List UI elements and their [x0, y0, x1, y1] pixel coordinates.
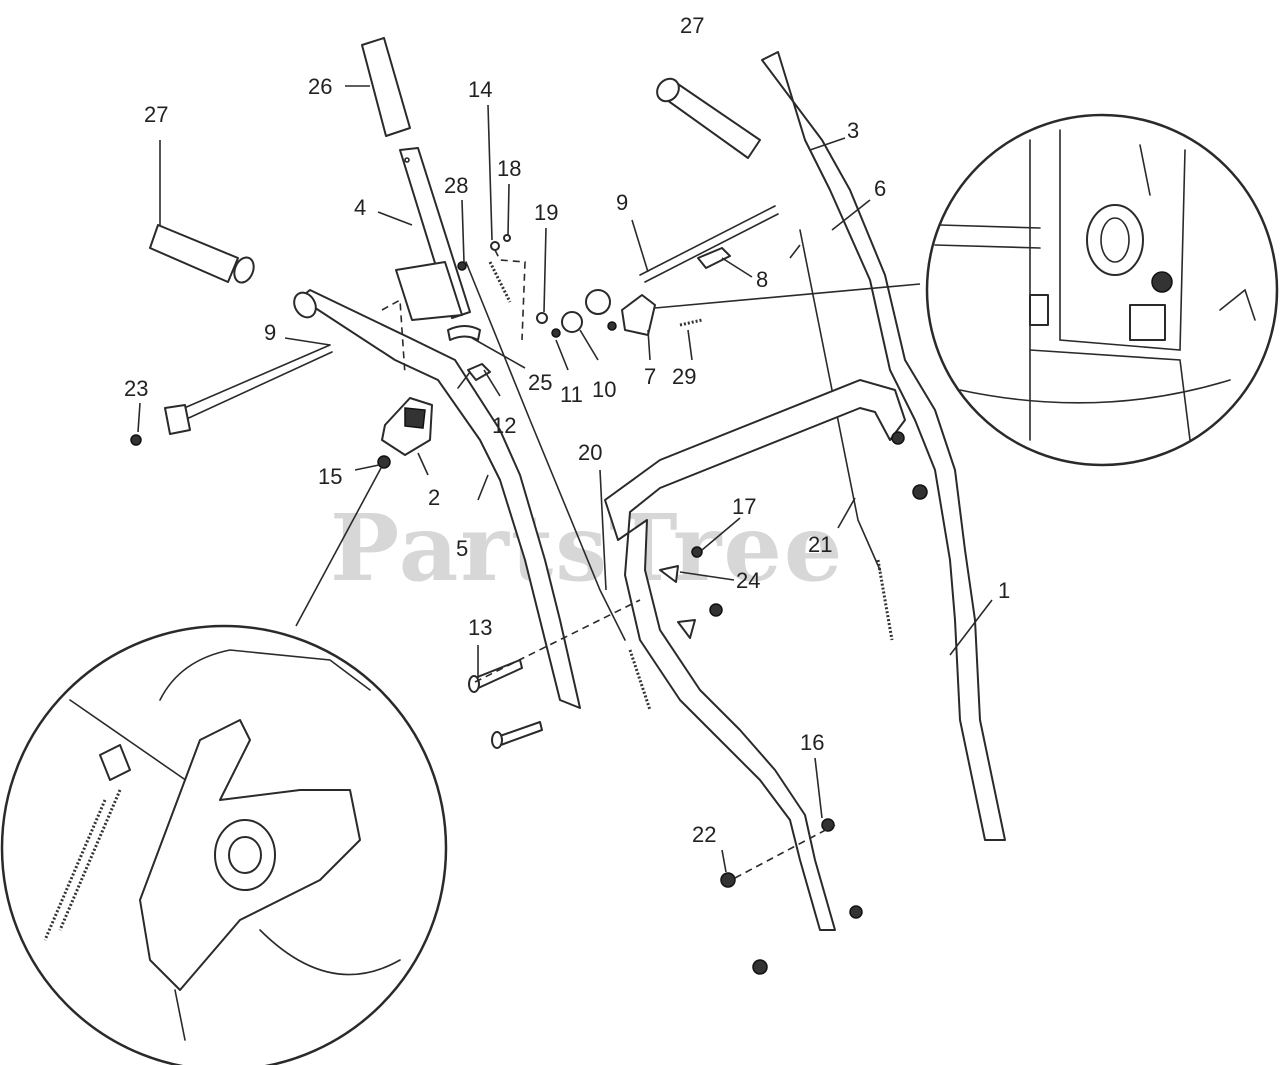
- nut-fastener: [709, 603, 723, 617]
- cable-21: [799, 229, 881, 571]
- hand-grip-26: [361, 37, 411, 137]
- hand-grip-27-left: [149, 224, 255, 284]
- callout-4: 4: [354, 195, 366, 220]
- part-24: [659, 565, 679, 583]
- bail-handle: [604, 379, 906, 931]
- nut-11: [551, 328, 561, 338]
- detail-view-right: [925, 113, 1279, 467]
- callout-29: 29: [672, 364, 696, 389]
- callout-12: 12: [492, 413, 516, 438]
- dashed-guide-22: [734, 824, 836, 879]
- callout-18: 18: [497, 156, 521, 181]
- callout-5: 5: [456, 536, 468, 561]
- callout-10: 10: [592, 377, 616, 402]
- callout-26: 26: [308, 74, 332, 99]
- detail-view-left: [0, 624, 448, 1065]
- callout-23: 23: [124, 376, 148, 401]
- callout-9-left: 9: [264, 320, 276, 345]
- knob-right-lower: [912, 484, 928, 500]
- dashed-guide-14: [494, 249, 526, 341]
- knob-cap: [585, 289, 611, 315]
- lower-handle-left: [293, 289, 581, 709]
- rod-9-left: [164, 344, 333, 435]
- spring-29: [679, 318, 703, 327]
- callout-leaders: [137, 85, 993, 873]
- bolt-13-upper: [468, 659, 523, 693]
- detail-leader-left: [295, 467, 382, 627]
- knob-10: [561, 311, 583, 333]
- callout-8: 8: [756, 267, 768, 292]
- rod-9-right: [639, 205, 779, 283]
- spring-20: [628, 649, 652, 711]
- bolt-12: [457, 363, 491, 389]
- knob-right-upper: [891, 431, 905, 445]
- detail-leader-right: [654, 283, 921, 309]
- pin-18: [503, 234, 511, 242]
- washer-14: [490, 241, 500, 251]
- bracket-2: [381, 397, 433, 456]
- hand-grip-27-right: [656, 77, 761, 159]
- callout-3: 3: [847, 118, 859, 143]
- callout-7: 7: [644, 364, 656, 389]
- callout-1: 1: [998, 578, 1010, 603]
- bolt-13-lower: [491, 721, 543, 749]
- watermark-text: PartsTree: [330, 494, 844, 602]
- callout-14: 14: [468, 77, 492, 102]
- lower-handle-right: [761, 51, 1006, 841]
- callout-2: 2: [428, 485, 440, 510]
- nut-17: [691, 546, 703, 558]
- callout-6: 6: [874, 176, 886, 201]
- callout-22: 22: [692, 822, 716, 847]
- callout-19: 19: [534, 200, 558, 225]
- upper-handle-left: [395, 147, 471, 321]
- bolt-22: [720, 872, 736, 888]
- callout-28: 28: [444, 173, 468, 198]
- dashed-guide-9: [381, 298, 406, 376]
- callout-27-right: 27: [680, 13, 704, 38]
- callout-20: 20: [578, 440, 602, 465]
- callout-11: 11: [560, 382, 583, 407]
- nut-16: [821, 818, 835, 832]
- spring-28: [457, 261, 512, 303]
- spring-21: [876, 559, 894, 641]
- washer-19: [536, 312, 548, 324]
- callout-24: 24: [736, 568, 760, 593]
- dashed-guide-13: [474, 599, 641, 683]
- nut-23: [130, 434, 142, 446]
- nut-bottom: [752, 959, 768, 975]
- callout-25: 25: [528, 370, 552, 395]
- callout-13: 13: [468, 615, 492, 640]
- link-8: [697, 247, 731, 269]
- callout-21: 21: [808, 532, 832, 557]
- carriage-part: [677, 619, 696, 639]
- bracket-7: [621, 294, 656, 336]
- callout-9-right: 9: [616, 190, 628, 215]
- nut-15: [377, 455, 391, 469]
- clip-25: [447, 325, 481, 341]
- callout-16: 16: [800, 730, 824, 755]
- nut-small: [607, 321, 617, 331]
- callout-17: 17: [732, 494, 756, 519]
- callout-27-left: 27: [144, 102, 168, 127]
- callout-15: 15: [318, 464, 342, 489]
- nut-extra: [849, 905, 863, 919]
- cable-20: [465, 261, 626, 641]
